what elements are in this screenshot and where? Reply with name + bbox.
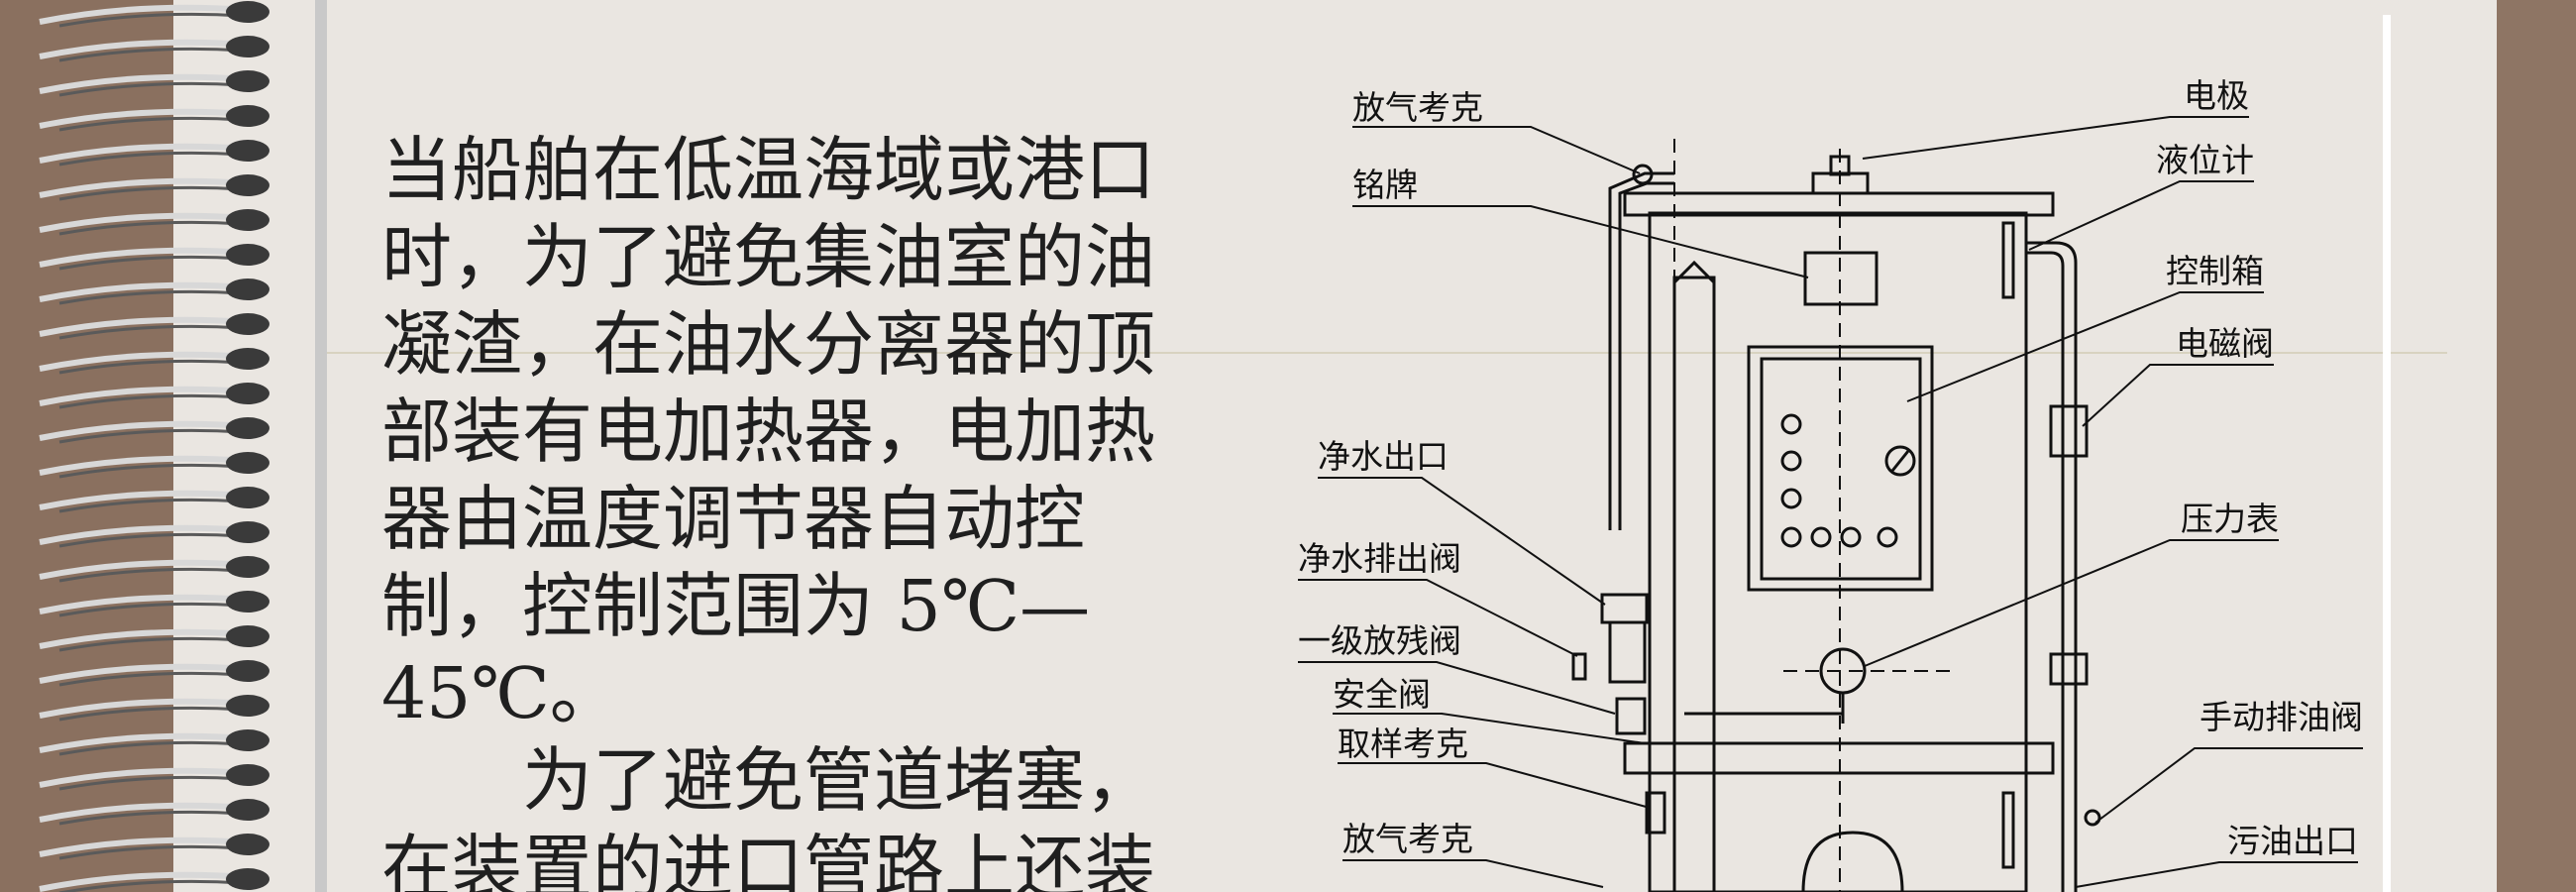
clean-water-drain-valve <box>1571 652 1587 681</box>
spiral-ring <box>39 36 269 62</box>
indicator-light <box>1877 526 1898 548</box>
level-gauge-lower <box>2001 791 2015 869</box>
spiral-ring <box>39 140 269 167</box>
spiral-ring <box>39 279 269 305</box>
leader-line <box>1298 661 1616 715</box>
spiral-ring <box>39 209 269 236</box>
spiral-ring <box>39 244 269 271</box>
paragraph-2: 为了避免管道堵塞，在装置的进口管路上还装 <box>381 739 1156 892</box>
control-knob-mark <box>1890 450 1910 472</box>
spiral-ring <box>39 521 269 548</box>
spiral-ring <box>39 313 269 340</box>
spiral-ring <box>39 660 269 687</box>
spiral-ring <box>39 417 269 444</box>
spiral-ring <box>39 695 269 722</box>
label-clean-water-drain-valve: 净水排出阀 <box>1298 539 1461 578</box>
clean-water-outlet <box>1600 593 1649 624</box>
label-level-gauge: 液位计 <box>2156 141 2254 179</box>
label-waste-oil-outlet: 污油出口 <box>2227 822 2358 860</box>
solenoid-valve <box>2049 404 2089 458</box>
leader-line <box>2082 364 2274 427</box>
leader-line <box>2028 180 2254 251</box>
leader-line <box>1342 859 1604 888</box>
spiral-ring <box>39 764 269 791</box>
inner-tube <box>1672 276 1716 892</box>
spiral-ring <box>39 348 269 375</box>
spiral-ring <box>39 452 269 479</box>
indicator-light <box>1780 450 1802 472</box>
control-knob <box>1884 445 1916 477</box>
separator-vessel <box>1648 211 2028 892</box>
label-safety-valve: 安全阀 <box>1333 675 1431 714</box>
leader-line <box>2094 747 2363 824</box>
label-sampling-cock: 取样考克 <box>1338 725 1468 763</box>
spiral-ring <box>39 799 269 826</box>
label-primary-residue-valve: 一级放残阀 <box>1298 621 1461 660</box>
leader-line <box>1338 762 1651 809</box>
bottom-chamber <box>1801 831 1904 892</box>
right-pipe <box>2026 241 2078 892</box>
margin-line <box>315 0 327 892</box>
spiral-ring <box>39 834 269 860</box>
leader-line <box>2075 861 2358 888</box>
guide-line <box>327 352 2447 354</box>
oil-water-separator-diagram: 放气考克 铭牌 净水出口 净水排出阀 一级放残阀 安全阀 取样考克 放气考克 电… <box>1298 76 2363 892</box>
spiral-ring <box>39 625 269 652</box>
spiral-ring <box>39 383 269 409</box>
indicator-light <box>1840 526 1862 548</box>
indicator-light <box>1780 413 1802 435</box>
spiral-ring <box>39 868 269 892</box>
leader-line <box>1352 205 1809 279</box>
spiral-binding <box>39 1 269 892</box>
vent-pipe-inner <box>1618 181 1674 530</box>
indicator-light <box>1810 526 1832 548</box>
indicator-light <box>1780 488 1802 509</box>
label-clean-water-outlet: 净水出口 <box>1318 437 1449 476</box>
spiral-ring <box>39 556 269 583</box>
indicator-light <box>1780 526 1802 548</box>
sampling-cock <box>1645 791 1666 835</box>
pipe-coupling <box>2049 652 2089 686</box>
spiral-ring <box>39 1 269 28</box>
right-frame-line <box>2383 15 2391 892</box>
right-pipe-inner <box>2026 251 2065 892</box>
page-background <box>0 0 2497 892</box>
paragraph-1: 当船舶在低温海域或港口时，为了避免集油室的油凝渣，在油水分离器的顶部装有电加热器… <box>381 129 1156 734</box>
leader-line <box>1298 579 1578 657</box>
leader-line <box>1333 713 1646 744</box>
leader-line <box>1352 126 1641 174</box>
label-vent-cock-top: 放气考克 <box>1352 88 1483 127</box>
spiral-ring <box>39 729 269 756</box>
leader-line <box>1318 477 1606 606</box>
inner-tube-top <box>1672 260 1716 284</box>
leader-line <box>1862 116 2249 160</box>
spiral-ring <box>39 174 269 201</box>
body-text: 当船舶在低温海域或港口时，为了避免集油室的油凝渣，在油水分离器的顶部装有电加热器… <box>381 127 1194 892</box>
vent-pipe <box>1608 171 1674 530</box>
vent-cock-top <box>1632 164 1654 185</box>
leader-line <box>1906 291 2264 402</box>
label-solenoid-valve: 电磁阀 <box>2176 324 2274 363</box>
label-electrode: 电极 <box>2184 76 2249 115</box>
label-control-box: 控制箱 <box>2166 252 2264 290</box>
label-vent-cock-bottom: 放气考克 <box>1342 820 1473 858</box>
spiral-ring <box>39 70 269 97</box>
primary-residue-valve <box>1615 697 1647 735</box>
manual-oil-drain-valve <box>2084 809 2101 827</box>
right-background-edge <box>2497 0 2576 892</box>
spiral-ring <box>39 487 269 513</box>
label-manual-oil-drain-valve: 手动排油阀 <box>2200 698 2363 736</box>
clean-water-pipe <box>1608 620 1647 684</box>
label-pressure-gauge: 压力表 <box>2181 500 2279 538</box>
level-gauge <box>2001 221 2015 299</box>
leader-line <box>1864 539 2279 667</box>
spiral-ring <box>39 105 269 132</box>
spiral-ring <box>39 591 269 617</box>
label-nameplate: 铭牌 <box>1352 166 1418 204</box>
